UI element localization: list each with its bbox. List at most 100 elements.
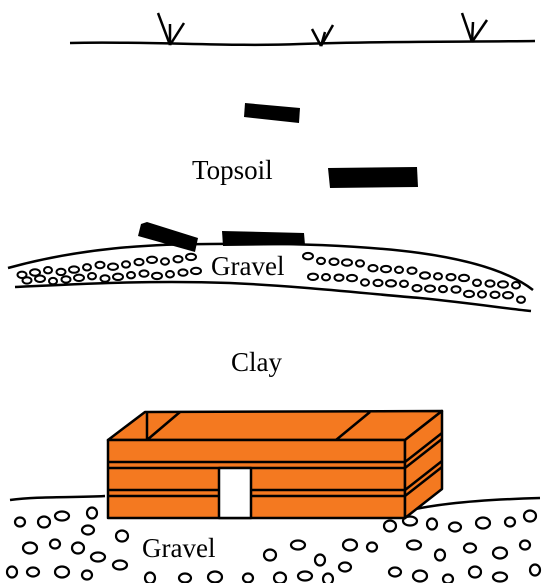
pebble (88, 273, 96, 279)
pebble (517, 296, 525, 302)
pebble (347, 275, 357, 281)
lower-gravel-label: Gravel (140, 535, 217, 562)
pebble (303, 253, 313, 259)
artifact-2 (328, 167, 418, 188)
pebble (140, 270, 149, 276)
pebble (15, 518, 25, 527)
pebble (505, 518, 515, 527)
pebble (186, 254, 196, 260)
pebble (339, 563, 351, 572)
pebble (469, 567, 481, 578)
plant-tuft-3 (462, 13, 487, 42)
pebble (166, 271, 174, 277)
pebble (323, 574, 333, 583)
pebble (74, 275, 84, 281)
artifact-3 (138, 222, 198, 252)
pebble (413, 285, 422, 291)
pebble (113, 561, 127, 570)
brick-opening (219, 468, 251, 518)
pebble (27, 568, 39, 577)
pebble (179, 574, 191, 583)
pebble (413, 571, 427, 582)
pebble (44, 267, 52, 273)
pebble (476, 518, 490, 529)
pebble (342, 259, 352, 265)
pebble (83, 264, 91, 270)
pebble (356, 260, 364, 266)
pebble (87, 508, 97, 519)
pebble (335, 274, 344, 280)
pebble (443, 575, 453, 583)
pebble (161, 258, 169, 264)
pebble (407, 541, 421, 550)
upper-gravel-label: Gravel (209, 253, 286, 280)
pebble (400, 281, 408, 287)
pebble (389, 568, 401, 577)
pebble (291, 541, 305, 550)
pebble (7, 567, 17, 578)
clay-label: Clay (231, 349, 282, 376)
pebble (243, 574, 253, 583)
pebble (116, 531, 128, 542)
pebble (435, 550, 445, 561)
pebble (101, 275, 110, 281)
pebble (464, 544, 476, 553)
pebble (23, 543, 37, 554)
pebble (174, 256, 183, 262)
pebble (55, 512, 69, 521)
pebble (459, 275, 469, 281)
pebble (38, 517, 50, 528)
pebble (367, 543, 377, 552)
artifact-1 (244, 103, 300, 123)
pebble (464, 291, 474, 297)
pebble (274, 573, 286, 583)
pebble (425, 285, 435, 291)
pebble (91, 553, 105, 562)
pebble (23, 277, 32, 283)
pebble (82, 526, 94, 535)
pebble (298, 572, 312, 581)
pebble (524, 511, 536, 522)
pebble (384, 521, 396, 532)
pebble (420, 272, 430, 278)
pebble (315, 555, 325, 566)
pebble (69, 266, 79, 272)
pebble (264, 550, 276, 561)
pebble (434, 273, 442, 279)
pebble (381, 266, 391, 272)
pebble (322, 274, 330, 280)
pebble (96, 262, 105, 268)
pebble (503, 292, 513, 298)
pebble (478, 291, 486, 297)
pebble (447, 274, 456, 280)
pebble (427, 519, 437, 530)
topsoil-label: Topsoil (192, 157, 273, 184)
ground-surface-line (70, 41, 535, 45)
pebble (486, 280, 495, 286)
pebble (308, 274, 318, 280)
pebble (491, 292, 500, 298)
plant-tuft-1 (158, 13, 184, 45)
pebble (127, 272, 135, 278)
pebble (473, 280, 481, 286)
pebble (493, 573, 507, 582)
pebble (512, 282, 520, 288)
pebble (72, 543, 84, 554)
pebble (152, 273, 162, 279)
pebble (493, 548, 507, 559)
pebble (374, 280, 383, 286)
pebble (343, 540, 357, 551)
pebble (317, 258, 325, 264)
pebble (179, 269, 188, 275)
pebble (520, 541, 530, 550)
pebble (50, 540, 60, 549)
pebble (122, 261, 130, 267)
pebble (49, 278, 57, 284)
brick-top-face (108, 411, 442, 440)
pebble (191, 268, 201, 274)
brick-structure (108, 411, 442, 518)
pebble (498, 281, 508, 287)
pebble (395, 267, 403, 273)
pebble (208, 572, 222, 583)
